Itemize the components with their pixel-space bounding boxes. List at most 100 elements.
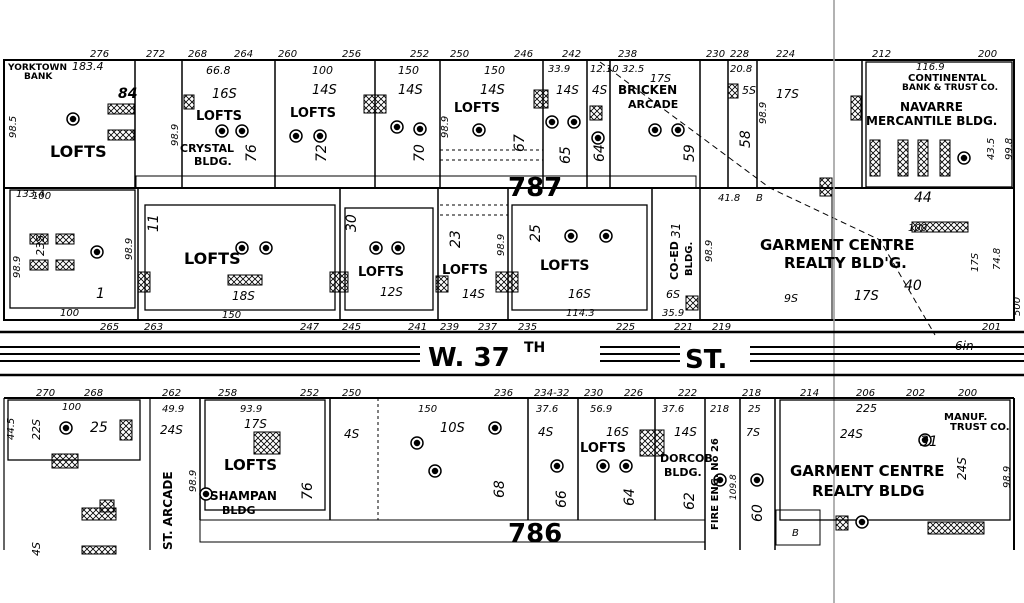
stories-label: 43.5 xyxy=(986,138,997,160)
dim-label: 99.8 xyxy=(1004,138,1015,160)
label-fire-eng: FIRE ENG. No 26 xyxy=(710,438,721,530)
label-lofts: LOFTS xyxy=(290,106,336,121)
lot-number: 62 xyxy=(682,492,698,510)
label-lofts: LOFTS xyxy=(442,263,488,278)
label-navarre: NAVARRE xyxy=(900,100,963,114)
house-number: 242 xyxy=(562,49,581,60)
block-number-north: 787 xyxy=(508,173,562,203)
house-number: 276 xyxy=(90,49,109,60)
dim-label: 100 xyxy=(60,308,79,319)
label-garment-south-1: GARMENT CENTRE xyxy=(790,462,945,480)
lot-number: 59 xyxy=(682,144,698,162)
lot-number: 76 xyxy=(244,144,260,162)
dim-label: 66.8 xyxy=(206,64,231,77)
stories-label: 4S xyxy=(592,83,608,97)
house-number: 250 xyxy=(450,49,469,60)
dim-label: 12.10 xyxy=(590,64,619,75)
street-name-st: ST. xyxy=(685,345,727,375)
house-number: 250 xyxy=(342,388,361,399)
house-number: 230 xyxy=(584,388,603,399)
south-labels: 100 44.5 22S 25 4S 49.9 24S ST. ARCADE 9… xyxy=(6,402,1013,556)
stories-label: 17S xyxy=(776,87,799,101)
stories-label: 14S xyxy=(462,287,485,301)
letter-mark: B xyxy=(792,528,799,539)
label-crystal-bldg: BLDG. xyxy=(194,155,232,168)
stories-label: 22S xyxy=(30,419,43,440)
shaft-markers xyxy=(29,83,985,555)
house-number: 247 xyxy=(300,322,320,333)
mid-house-numbers: 265 263 247 245 241 239 237 235 225 221 … xyxy=(100,322,1001,333)
house-number: 228 xyxy=(730,49,749,60)
lot-number: 40 xyxy=(904,278,922,294)
label-dorcob: DORCOB xyxy=(660,452,713,465)
house-number: 202 xyxy=(906,388,925,399)
dim-label: 114.3 xyxy=(566,308,595,319)
stories-label: 10S xyxy=(440,421,465,436)
house-number: 235 xyxy=(518,322,537,333)
stories-label: 17S xyxy=(970,252,981,272)
stories-label: 9S xyxy=(784,292,798,305)
house-number: 201 xyxy=(982,322,1001,333)
dim-label: 74.8 xyxy=(992,248,1003,270)
dim-label: 133.4 xyxy=(16,189,45,200)
house-number: 264 xyxy=(234,49,253,60)
dim-label: 35.9 xyxy=(662,308,684,319)
house-number: 245 xyxy=(342,322,361,333)
label-bank: BANK xyxy=(24,72,53,82)
dim-label: 33.9 xyxy=(548,64,570,75)
dim-label: 100 xyxy=(32,191,51,202)
street-name: W. 37 xyxy=(428,343,510,373)
label-garment-north-1: GARMENT CENTRE xyxy=(760,236,915,254)
dim-label: 98.9 xyxy=(758,102,769,124)
lot-number: 30 xyxy=(344,214,360,232)
dim-label: 32.5 xyxy=(622,64,644,75)
dim-label: 56.9 xyxy=(590,404,612,415)
dim-label: 150 xyxy=(484,64,505,77)
house-number: 252 xyxy=(410,49,429,60)
dim-label: 98.9 xyxy=(704,240,715,262)
dim-label: 98.9 xyxy=(1002,466,1013,488)
north-block xyxy=(3,59,1015,336)
dim-label: 150 xyxy=(222,310,241,321)
house-number: 268 xyxy=(84,388,103,399)
lot-number: 11 xyxy=(146,214,162,232)
stories-label: 24S xyxy=(840,427,863,441)
stories-label: 4S xyxy=(344,427,360,441)
label-continental: CONTINENTAL xyxy=(908,73,987,84)
stories-label: 16S xyxy=(568,287,591,301)
house-number: 258 xyxy=(218,388,237,399)
house-number: 218 xyxy=(742,388,761,399)
lot-number: 60 xyxy=(750,504,766,522)
label-lofts: LOFTS xyxy=(454,101,500,116)
stories-label: 4S xyxy=(538,425,554,439)
label-lofts: LOFTS xyxy=(580,441,626,456)
house-number: 241 xyxy=(408,322,427,333)
lot-number: 65 xyxy=(558,146,574,164)
stories-label: 17S xyxy=(650,72,671,85)
south-block xyxy=(3,397,1015,550)
dim-label: 225 xyxy=(856,402,877,415)
dim-label: 98.9 xyxy=(496,234,507,256)
house-number: 224 xyxy=(776,49,795,60)
block-number-south: 786 xyxy=(508,519,562,549)
label-crystal: CRYSTAL xyxy=(180,142,234,155)
lot-number: 1 xyxy=(96,286,105,302)
dim-label: 98.9 xyxy=(170,124,181,146)
label-dorcob-bldg: BLDG. xyxy=(664,466,702,479)
lot-number: 58 xyxy=(738,130,754,148)
dim-label: 100 xyxy=(62,402,81,413)
label-mercantile: MERCANTILE BLDG. xyxy=(866,114,997,128)
label-lofts: LOFTS xyxy=(196,109,242,124)
stories-label: 7S xyxy=(746,426,760,439)
dim-label: 98.9 xyxy=(440,116,451,138)
house-number: 246 xyxy=(514,49,533,60)
house-number: 212 xyxy=(872,49,891,60)
label-coed: CO-ED xyxy=(668,241,681,280)
house-number: 260 xyxy=(278,49,297,60)
stories-label: 12S xyxy=(380,285,403,299)
dim-label: 41.8 xyxy=(718,193,740,204)
dim-label: 37.6 xyxy=(662,404,684,415)
lot-number: 66 xyxy=(554,490,570,508)
house-number: 222 xyxy=(678,388,697,399)
